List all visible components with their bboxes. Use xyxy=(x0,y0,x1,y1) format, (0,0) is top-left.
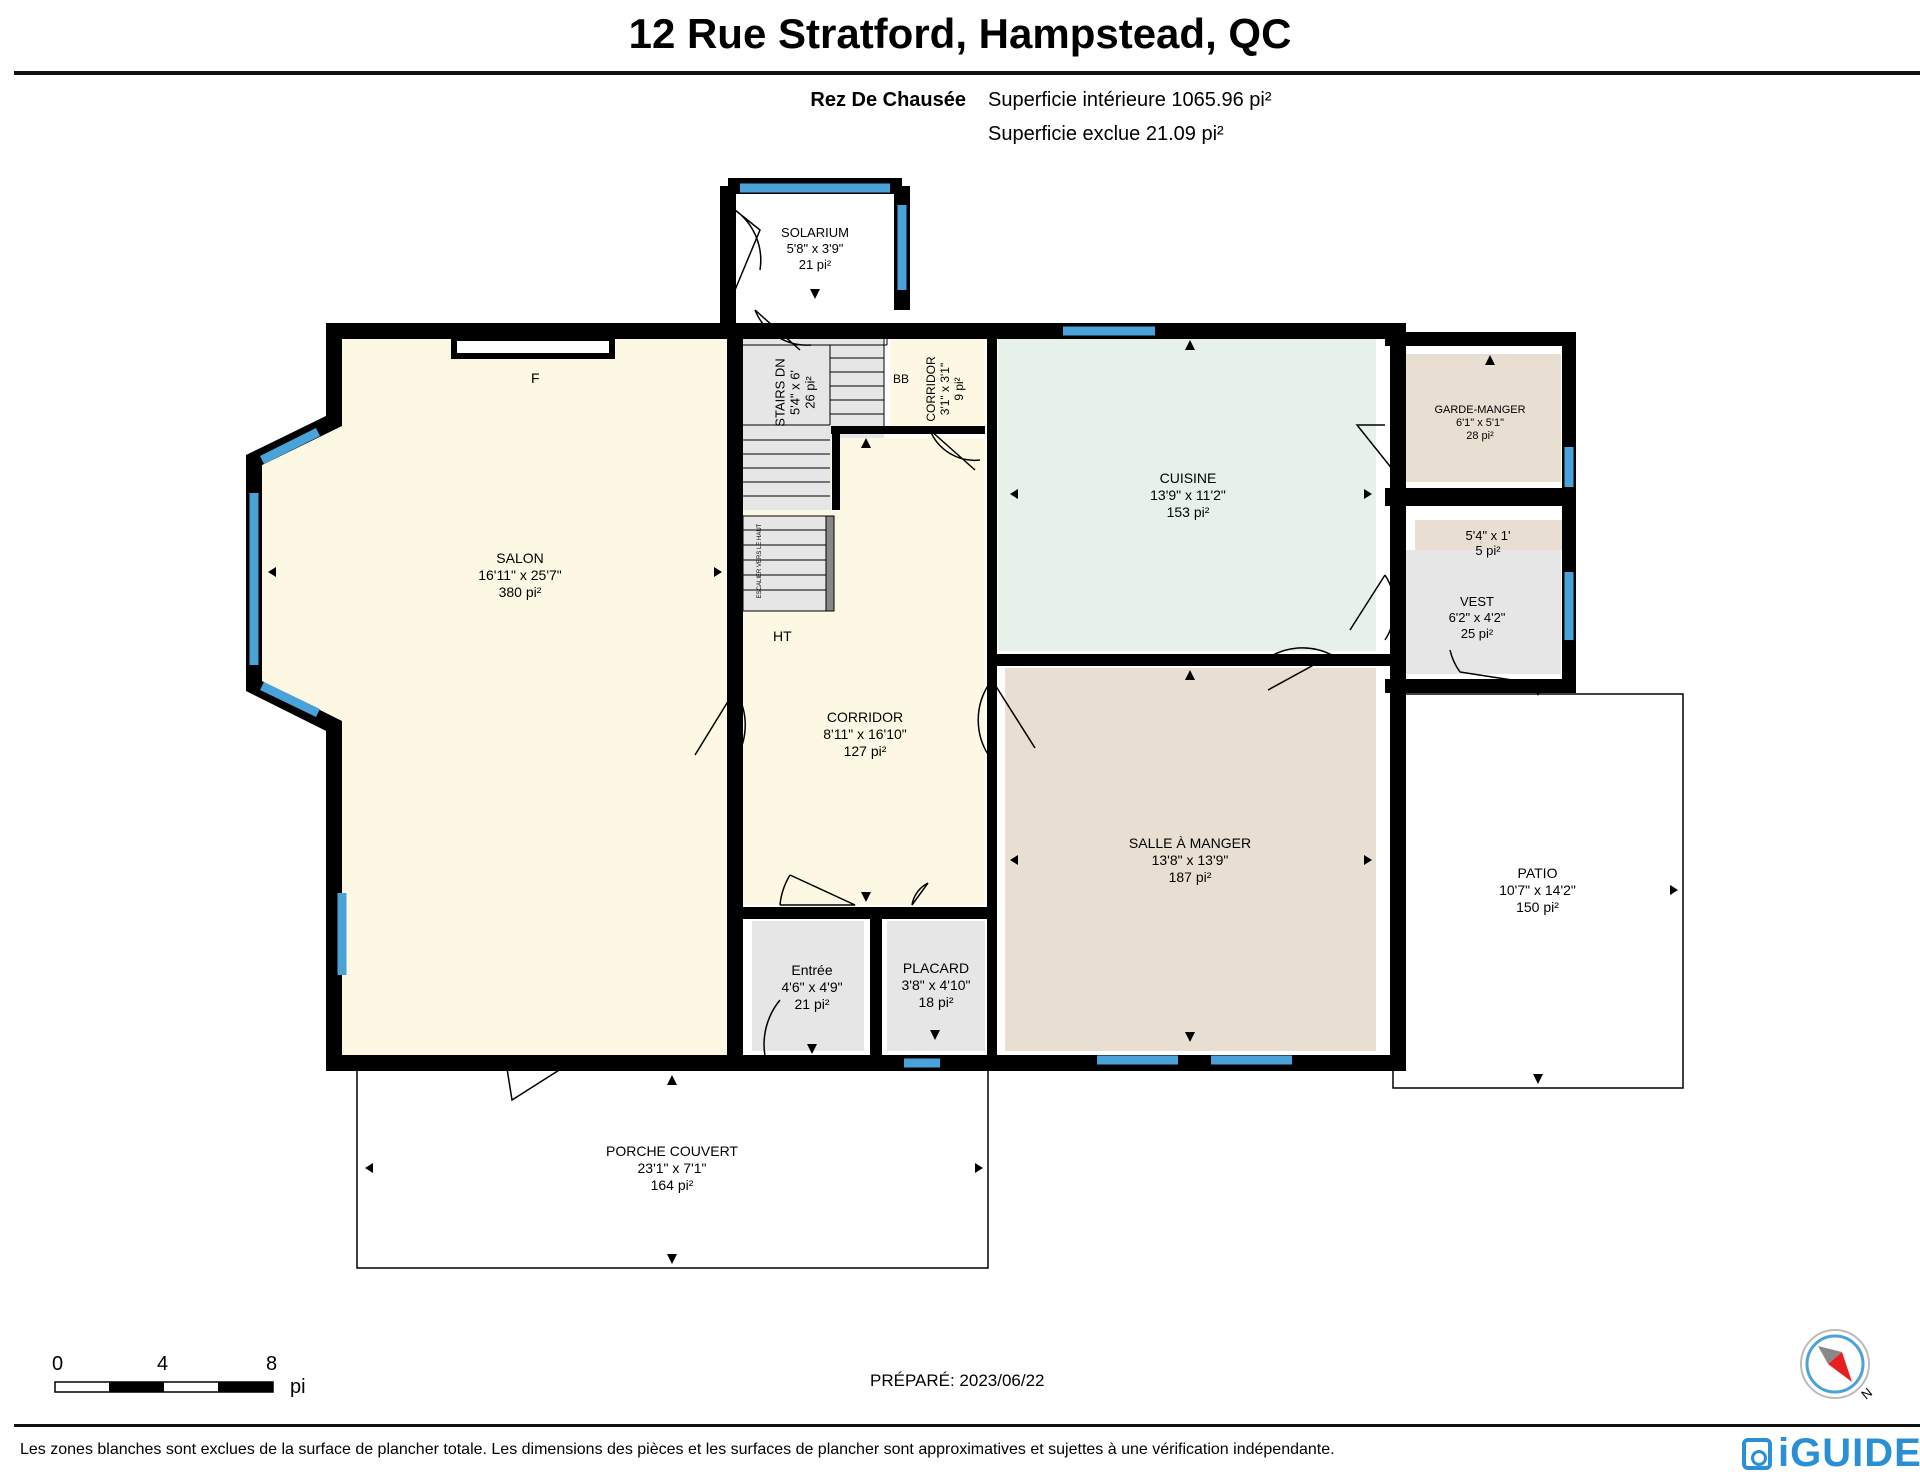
door-garde-manger xyxy=(1355,424,1394,471)
door-vest-patio xyxy=(1449,649,1526,683)
bb-marker: BB xyxy=(893,372,910,386)
room-garde-manger: GARDE-MANGER 6'1" x 5'1" 28 pi² xyxy=(1434,404,1526,442)
compass-icon xyxy=(1800,1329,1870,1399)
room-entree: Entrée 4'6" x 4'9" 21 pi² xyxy=(781,962,843,1012)
door-cuisine-salle xyxy=(1264,647,1333,691)
room-salon: SALON 16'11" x 25'7" 380 pi² xyxy=(478,550,562,600)
room-patio: PATIO 10'7" x 14'2" 150 pi² xyxy=(1499,865,1576,915)
cuisine-fill xyxy=(998,335,1376,651)
windows xyxy=(249,183,1574,1068)
excluded-area: Superficie exclue 21.09 pi² xyxy=(988,123,1224,145)
window-salon-bay-upper xyxy=(259,427,321,465)
room-placard: PLACARD 3'8" x 4'10" 18 pi² xyxy=(901,960,971,1010)
room-salle-manger: SALLE À MANGER 13'8" x 13'9" 187 pi² xyxy=(1128,835,1252,885)
room-corridor-small: CORRIDOR 3'1" x 3'1" 9 pi² xyxy=(924,356,966,422)
door-vest xyxy=(1349,574,1396,641)
scale-label-8: 8 xyxy=(266,1353,278,1375)
door-salon-corridor xyxy=(694,689,746,761)
footer-divider xyxy=(14,1424,1920,1427)
stairs-up-label: ESCALIER VERS LE HAUT xyxy=(757,523,763,599)
garde-manger-fill xyxy=(1393,354,1561,482)
scale-bar xyxy=(54,1381,274,1393)
door-front xyxy=(504,1055,576,1102)
fireplace xyxy=(451,335,615,359)
window-salon-bay-lower xyxy=(260,681,320,718)
salle-manger-fill xyxy=(1005,668,1376,1051)
door-corridor-small xyxy=(929,429,981,471)
dimension-arrows xyxy=(268,289,1678,1264)
plan-title: 12 Rue Stratford, Hampstead, QC xyxy=(628,10,1292,57)
camera-icon xyxy=(1742,1437,1772,1470)
stairs-up-rail xyxy=(825,515,835,612)
room-closet-small: 5'4" x 1' 5 pi² xyxy=(1465,528,1511,558)
scale-unit: pi xyxy=(290,1376,306,1398)
stairs-up-flight xyxy=(742,515,834,612)
door-solarium xyxy=(734,209,762,291)
doors xyxy=(504,209,1526,1102)
header-divider xyxy=(14,71,1920,75)
brand-name: iGUIDE xyxy=(1778,1431,1920,1475)
corridor-small-fill xyxy=(890,335,985,430)
door-placard xyxy=(911,882,929,906)
floor-label: Rez De Chausée xyxy=(810,89,966,111)
room-vest: VEST 6'2" x 4'2" 25 pi² xyxy=(1448,594,1506,641)
scale-label-4: 4 xyxy=(157,1353,169,1375)
hot-water-marker: HT xyxy=(773,628,792,644)
disclaimer-text: Les zones blanches sont exclues de la su… xyxy=(20,1441,1335,1458)
annex-wall xyxy=(1385,332,1576,693)
closet-small-fill xyxy=(1415,520,1563,550)
door-entree-porch xyxy=(763,999,869,1066)
brand-logo[interactable]: iGUIDE xyxy=(1742,1431,1920,1476)
salon-fill xyxy=(260,331,735,1056)
interior-area: Superficie intérieure 1065.96 pi² xyxy=(988,89,1272,111)
room-solarium: SOLARIUM 5'8" x 3'9" 21 pi² xyxy=(781,225,849,272)
prepared-date: PRÉPARÉ: 2023/06/22 xyxy=(870,1371,1045,1390)
room-porche: PORCHE COUVERT 23'1" x 7'1" 164 pi² xyxy=(606,1143,738,1193)
entree-fill xyxy=(752,921,864,1051)
stairs-treads xyxy=(742,334,888,612)
room-cuisine: CUISINE 13'9" x 11'2" 153 pi² xyxy=(1150,470,1226,520)
door-corridor-salle xyxy=(977,679,1036,761)
door-stairs xyxy=(754,309,812,351)
room-corridor: CORRIDOR 8'11" x 16'10" 127 pi² xyxy=(823,709,907,759)
placard-fill xyxy=(887,921,985,1051)
fireplace-marker: F xyxy=(531,370,540,386)
door-entree-corridor xyxy=(779,874,856,906)
vest-fill xyxy=(1393,550,1561,674)
room-fills xyxy=(260,194,1563,1056)
room-stairs: STAIRS DN 5'4" x 6' 26 pi² xyxy=(772,358,818,427)
scale-label-0: 0 xyxy=(52,1353,64,1375)
